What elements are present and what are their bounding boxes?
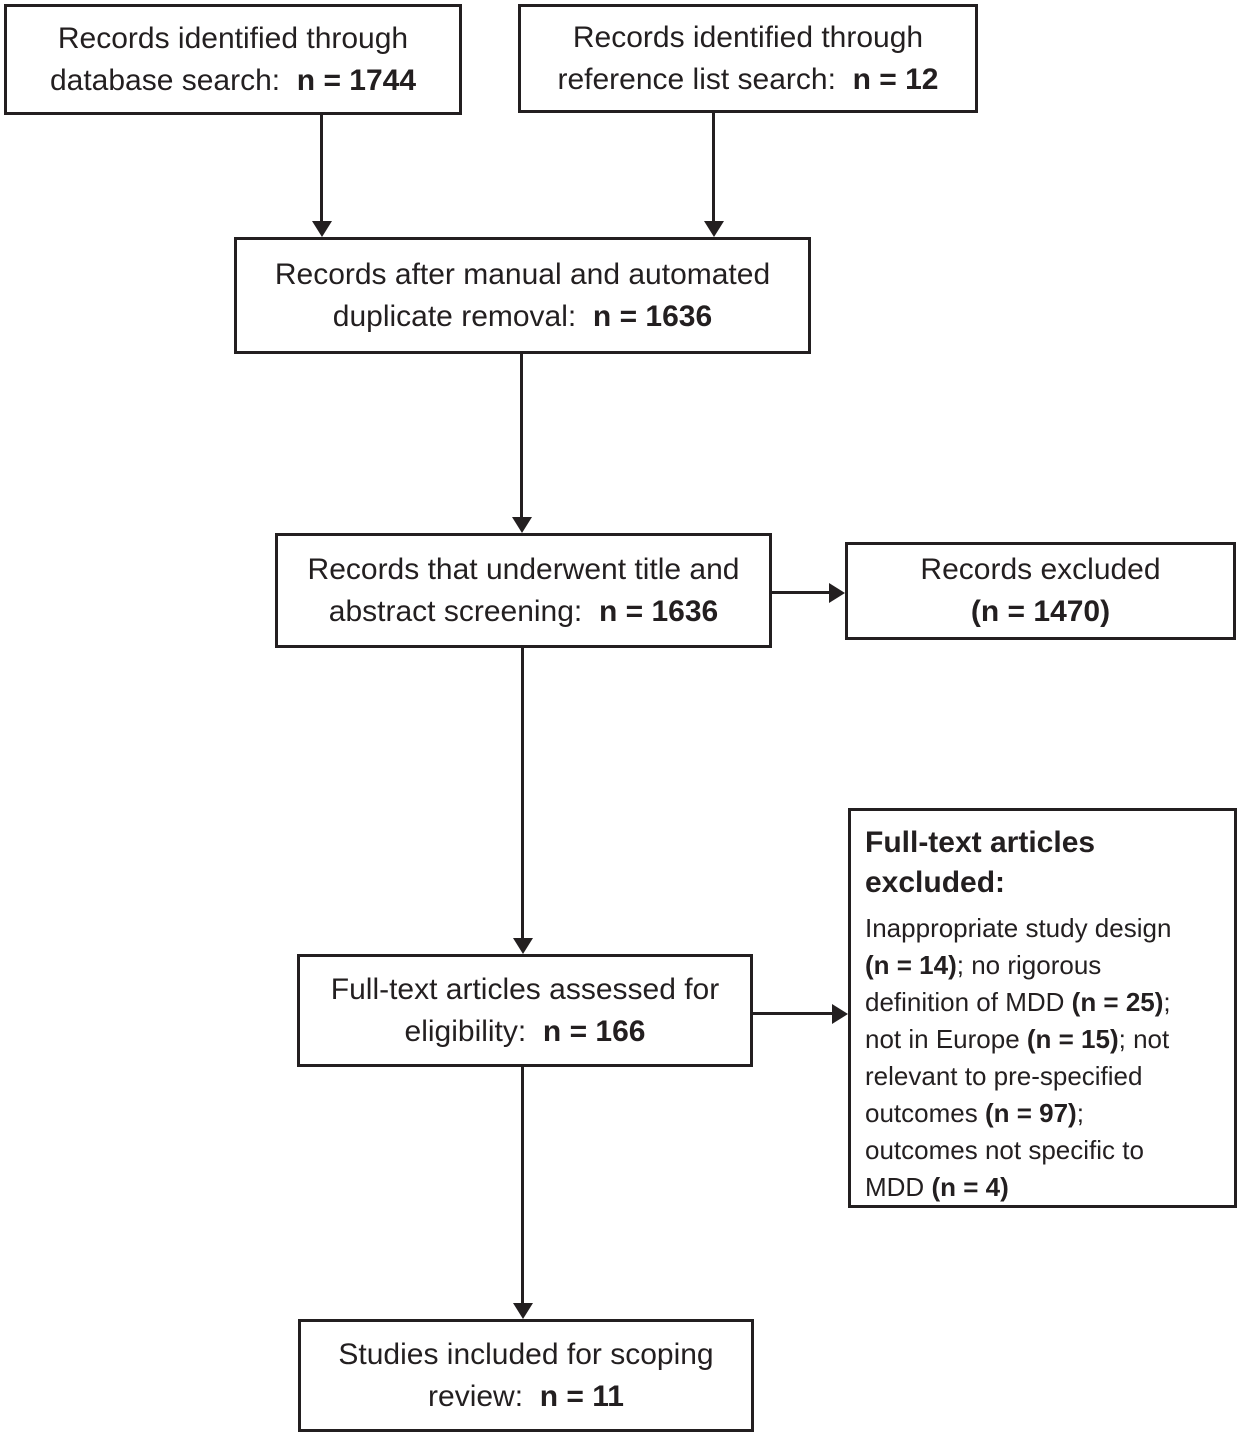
arrow-down-head-icon <box>704 221 724 237</box>
arrow-duplicate-removal-to-screening <box>512 354 532 533</box>
arrow-right-head-icon <box>829 583 845 603</box>
arrow-database-to-duplicate-removal <box>312 115 332 237</box>
arrow-down-head-icon <box>513 938 533 954</box>
arrow-right-head-icon <box>832 1004 848 1024</box>
arrow-screening-to-fulltext-assessed <box>513 648 533 954</box>
arrow-line <box>752 1012 833 1015</box>
box-fulltext-excluded-reasons: Inappropriate study design(n = 14); no r… <box>865 913 1172 1202</box>
arrow-assessed-to-fulltext-excluded <box>752 1004 848 1024</box>
arrow-down-head-icon <box>512 517 532 533</box>
arrow-line <box>320 115 323 222</box>
arrow-line <box>520 354 523 518</box>
arrow-reference-to-duplicate-removal <box>704 113 724 237</box>
arrow-line <box>712 113 715 222</box>
box-records-excluded-text: Records excluded(n = 1470) <box>920 553 1161 628</box>
arrow-screening-to-records-excluded <box>772 583 845 603</box>
arrow-down-head-icon <box>513 1303 533 1319</box>
arrow-down-head-icon <box>312 221 332 237</box>
arrow-line <box>521 648 524 939</box>
box-records-excluded: Records excluded(n = 1470) <box>845 542 1236 640</box>
arrow-line <box>521 1067 524 1304</box>
arrow-line <box>772 591 830 594</box>
arrow-assessed-to-included <box>513 1067 533 1319</box>
